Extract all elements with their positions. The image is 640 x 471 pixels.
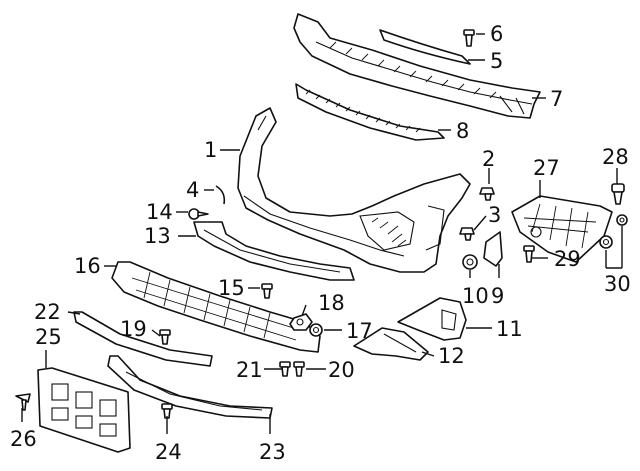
screw-part-3 <box>459 227 475 241</box>
bracket-part-9 <box>483 231 503 267</box>
callout-2: 2 <box>482 147 495 171</box>
callout-19: 19 <box>120 317 147 341</box>
callout-26: 26 <box>10 427 37 451</box>
clips-part-30 <box>599 214 628 249</box>
bumper-fascia-part-1 <box>237 107 471 273</box>
callout-9: 9 <box>491 284 504 308</box>
push-pin-part-6 <box>463 29 475 47</box>
callout-16: 16 <box>74 254 101 278</box>
callout-17: 17 <box>346 319 373 343</box>
callout-6: 6 <box>490 22 503 46</box>
callout-8: 8 <box>456 119 469 143</box>
nut-part-10 <box>462 254 478 270</box>
nut-part-17 <box>309 323 323 337</box>
clip-part-4 <box>215 185 226 205</box>
side-bracket-part-11 <box>397 297 467 341</box>
callout-10: 10 <box>462 284 489 308</box>
screw-part-2 <box>479 187 495 201</box>
callout-18: 18 <box>318 291 345 315</box>
callout-15: 15 <box>218 276 245 300</box>
callout-1: 1 <box>204 138 217 162</box>
callout-25: 25 <box>35 325 62 349</box>
fastener-part-20 <box>293 361 305 377</box>
callout-12: 12 <box>438 344 465 368</box>
bolt-part-28 <box>611 183 625 205</box>
screw-part-15 <box>261 283 273 299</box>
push-pin-part-26 <box>15 393 31 411</box>
leader-lines <box>21 33 623 434</box>
lower-deflector-part-23 <box>107 355 273 419</box>
callout-24: 24 <box>155 440 182 464</box>
callout-4: 4 <box>186 178 199 202</box>
callout-29: 29 <box>554 247 581 271</box>
screw-part-19 <box>159 329 171 345</box>
upper-grille-bar-part-8 <box>295 83 445 141</box>
bezel-part-12 <box>353 327 429 361</box>
callout-14: 14 <box>146 200 173 224</box>
lower-molding-part-22 <box>73 311 213 367</box>
screw-part-14 <box>188 208 209 220</box>
upper-absorber-part-7 <box>293 13 541 119</box>
fastener-part-21 <box>279 361 291 377</box>
lower-bracket-part-13 <box>193 221 355 281</box>
callout-3: 3 <box>488 203 501 227</box>
callout-30: 30 <box>604 272 631 296</box>
screw-part-29 <box>523 245 535 263</box>
lower-grille-part-16 <box>111 261 321 353</box>
callout-13: 13 <box>144 224 171 248</box>
callout-7: 7 <box>550 87 563 111</box>
callout-22: 22 <box>34 300 61 324</box>
license-bracket-part-25 <box>37 367 131 453</box>
callout-27: 27 <box>533 156 560 180</box>
screw-part-24 <box>161 403 173 419</box>
callout-23: 23 <box>259 440 286 464</box>
callout-20: 20 <box>328 358 355 382</box>
callout-28: 28 <box>602 145 629 169</box>
callout-21: 21 <box>236 358 263 382</box>
nut-part-18 <box>289 313 313 331</box>
callout-labels: 1 2 3 4 5 6 7 8 9 10 11 12 13 14 15 16 1… <box>10 22 631 464</box>
callout-5: 5 <box>490 49 503 73</box>
callout-11: 11 <box>496 317 523 341</box>
upper-trim-part-5 <box>379 29 471 65</box>
